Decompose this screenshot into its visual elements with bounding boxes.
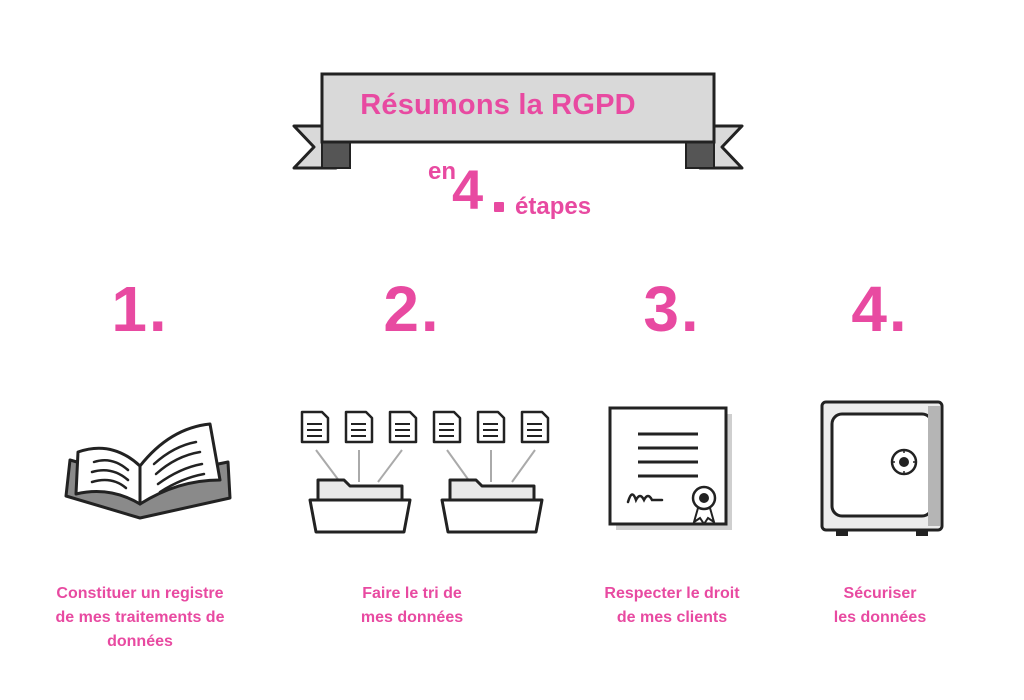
subtitle: en 4 étapes xyxy=(0,0,1024,230)
step-3: 3. Respecter le droit de mes clients xyxy=(552,272,792,672)
documents-into-folders-icon xyxy=(300,410,550,534)
step-4: 4. Sécuriser les données xyxy=(760,272,1000,672)
step-number: 2. xyxy=(383,273,441,345)
banner-title: Résumons la RGPD xyxy=(360,88,636,121)
step-2: 2. Faire le tri de mes don xyxy=(292,272,550,672)
subtitle-number: 4 xyxy=(452,158,484,221)
subtitle-prefix: en xyxy=(428,158,457,185)
step-number: 4. xyxy=(851,273,909,345)
step-label: Constituer un registre de mes traitement… xyxy=(55,585,225,650)
step-label: Faire le tri de mes données xyxy=(360,585,464,626)
step-1: 1. Constituer un registre de mes traitem… xyxy=(20,272,260,672)
banner-ribbon-icon xyxy=(292,72,744,170)
subtitle-dot xyxy=(494,202,504,212)
certificate-icon xyxy=(608,406,732,530)
open-book-icon xyxy=(64,422,232,520)
step-label: Sécuriser les données xyxy=(833,585,927,626)
step-label: Respecter le droit de mes clients xyxy=(604,585,740,626)
step-number: 3. xyxy=(643,273,701,345)
step-number: 1. xyxy=(111,273,169,345)
safe-icon xyxy=(820,400,944,536)
subtitle-suffix: étapes xyxy=(515,193,592,220)
